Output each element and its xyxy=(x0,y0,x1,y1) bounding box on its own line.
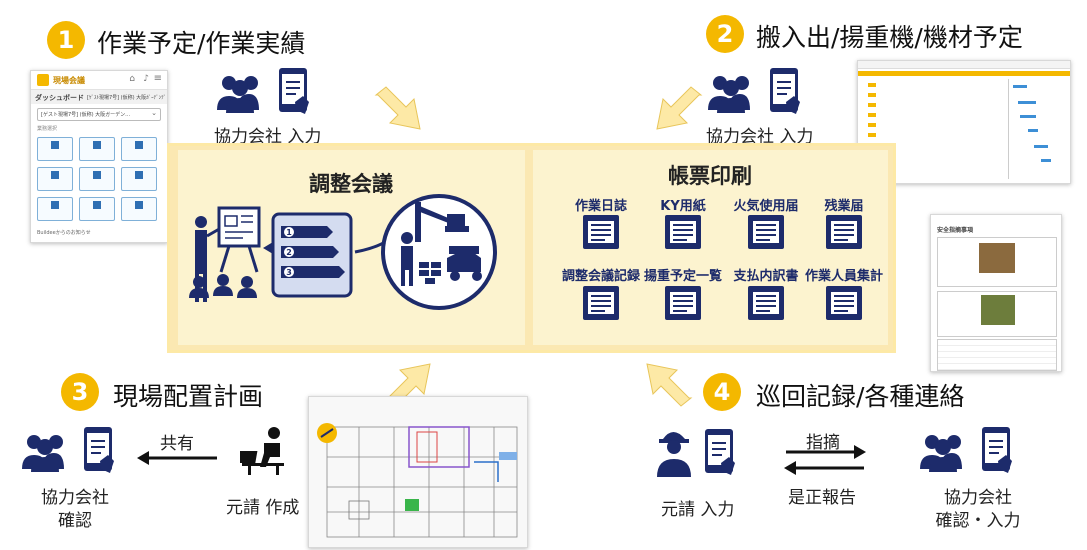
form-label: 調整会議記録 xyxy=(561,269,640,284)
point-out-label: 指摘 xyxy=(806,433,840,453)
s4-confirm-line1: 協力会社 xyxy=(944,488,1012,508)
document-icon xyxy=(665,215,701,249)
person-at-desk-icon xyxy=(240,427,284,475)
menu-tile[interactable] xyxy=(121,137,157,161)
document-icon xyxy=(826,215,862,249)
svg-text:1: 1 xyxy=(286,228,292,237)
document-icon xyxy=(826,286,862,320)
report-title: 安全指摘事項 xyxy=(937,227,974,234)
form-label: 支払内訳書 xyxy=(733,269,799,284)
document-icon xyxy=(748,215,784,249)
app-brand: 現場会議 xyxy=(53,76,85,85)
document-icon xyxy=(748,286,784,320)
form-label: 火気使用届 xyxy=(733,199,799,214)
menu-tile[interactable] xyxy=(79,137,115,161)
partner-company-input-icon xyxy=(217,68,309,114)
bell-icon[interactable]: ♪ xyxy=(143,74,149,84)
menu-tile[interactable] xyxy=(37,137,73,161)
arrow-down-left-icon xyxy=(656,86,703,130)
s3-confirm-line1: 協力会社 xyxy=(41,488,109,508)
site-select-value: [ゲスト現場7号] (仮称) 大阪ガーデン… xyxy=(41,112,131,118)
s3-confirm-line2: 確認 xyxy=(58,511,92,531)
news-footer: Buildeeからのお知らせ xyxy=(37,230,91,236)
section-label: 業務選択 xyxy=(37,126,58,132)
s4-input-label: 元請 入力 xyxy=(661,500,735,520)
document-icon xyxy=(665,286,701,320)
s4-confirm-line2: 確認・入力 xyxy=(935,511,1021,531)
safety-report-screenshot: 安全指摘事項 xyxy=(930,214,1062,372)
document-icon xyxy=(583,286,619,320)
menu-tile[interactable] xyxy=(79,197,115,221)
meeting-illustration: 1 2 3 xyxy=(189,194,497,310)
arrow-up-left-icon xyxy=(646,363,693,407)
meeting-title: 調整会議 xyxy=(309,172,393,196)
print-title: 帳票印刷 xyxy=(668,164,752,188)
nav-sub: [ｹﾞｽﾄ現場7号] (仮称) 大阪ｶﾞｰﾃﾞﾝﾃﾞﾝ xyxy=(87,95,165,101)
menu-tile[interactable] xyxy=(37,167,73,191)
document-icon xyxy=(583,215,619,249)
svg-text:3: 3 xyxy=(286,268,292,277)
correction-label: 是正報告 xyxy=(788,488,856,508)
arrow-left-icon xyxy=(137,451,217,465)
section-title-2: 搬入出/揚重機/機材予定 xyxy=(756,23,1023,52)
step-number-2: 2 xyxy=(706,15,744,53)
form-label: 揚重予定一覧 xyxy=(643,269,722,284)
partner-company-input-icon xyxy=(708,68,800,114)
site-photo xyxy=(979,243,1015,273)
s1-input-label: 協力会社 入力 xyxy=(214,127,322,147)
mobile-dashboard-screenshot: 現場会議 ⌂ ♪ ≡ ダッシュボード [ｹﾞｽﾄ現場7号] (仮称) 大阪ｶﾞｰ… xyxy=(30,70,168,243)
arrow-down-right-icon xyxy=(374,86,421,130)
partner-company-confirm-input-icon xyxy=(920,427,1012,473)
chevron-down-icon: ⌄ xyxy=(151,109,157,117)
partner-company-confirm-icon xyxy=(22,427,114,473)
menu-tile[interactable] xyxy=(121,167,157,191)
form-label: 作業日誌 xyxy=(574,199,627,214)
menu-icon[interactable]: ≡ xyxy=(153,73,162,84)
menu-tile[interactable] xyxy=(37,197,73,221)
section-title-1: 作業予定/作業実績 xyxy=(97,29,306,58)
form-label: KY用紙 xyxy=(660,199,706,214)
step-number-3: 3 xyxy=(61,373,99,411)
step-number-1: 1 xyxy=(47,21,85,59)
app-logo-icon xyxy=(37,74,49,86)
contractor-input-icon xyxy=(657,429,735,477)
floor-plan-screenshot xyxy=(308,396,528,548)
s3-create-label: 元請 作成 xyxy=(226,498,300,518)
home-icon[interactable]: ⌂ xyxy=(129,74,135,84)
svg-text:2: 2 xyxy=(286,248,292,257)
section-title-3: 現場配置計画 xyxy=(113,382,264,411)
menu-tile[interactable] xyxy=(121,197,157,221)
site-photo xyxy=(981,295,1015,325)
share-label: 共有 xyxy=(160,434,194,454)
exchange-arrows-icon xyxy=(784,445,866,475)
nav-title: ダッシュボード xyxy=(35,94,84,102)
site-select[interactable]: [ゲスト現場7号] (仮称) 大阪ガーデン… ⌄ xyxy=(37,108,161,121)
step-number-4: 4 xyxy=(703,373,741,411)
menu-tile[interactable] xyxy=(79,167,115,191)
form-label: 残業届 xyxy=(824,199,864,214)
s2-input-label: 協力会社 入力 xyxy=(706,127,814,147)
section-title-4: 巡回記録/各種連絡 xyxy=(756,382,965,411)
form-label: 作業人員集計 xyxy=(804,269,883,284)
